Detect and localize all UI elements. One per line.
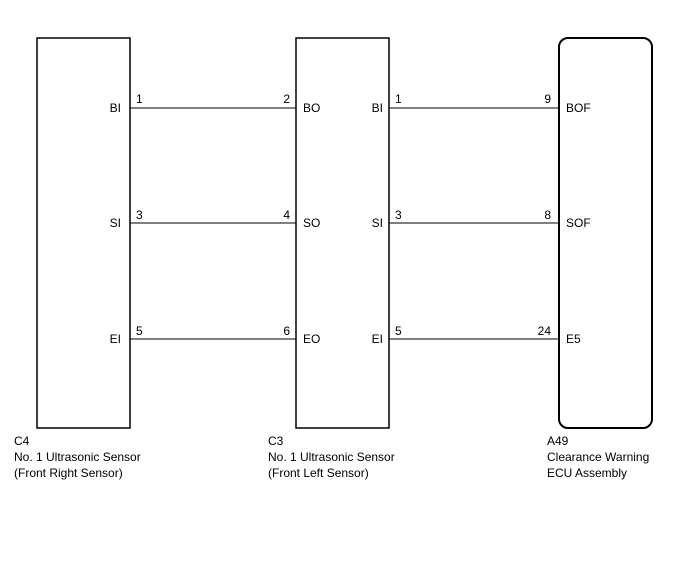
component-box-c3: [295, 37, 390, 429]
pin-number: 4: [283, 208, 290, 222]
pin-number: 1: [395, 92, 402, 106]
component-code: C3: [268, 434, 284, 448]
terminal-label: BO: [303, 101, 320, 115]
pin-number: 1: [136, 92, 143, 106]
pin-number: 9: [544, 92, 551, 106]
terminal-label: EO: [303, 332, 320, 346]
terminal-label: E5: [566, 332, 581, 346]
pin-number: 5: [395, 324, 402, 338]
component-name: No. 1 Ultrasonic Sensor: [268, 450, 395, 464]
pin-number: 24: [538, 324, 552, 338]
terminal-label: BI: [110, 101, 121, 115]
terminal-label: BOF: [566, 101, 591, 115]
terminal-label: BI: [372, 101, 383, 115]
terminal-label: SO: [303, 216, 320, 230]
component-subtitle: (Front Left Sensor): [268, 466, 369, 480]
terminal-label: EI: [110, 332, 121, 346]
pin-number: 3: [136, 208, 143, 222]
component-code: A49: [547, 434, 569, 448]
pin-number: 2: [283, 92, 290, 106]
component-caption-a49: A49 Clearance Warning ECU Assembly: [547, 433, 649, 481]
component-subtitle: (Front Right Sensor): [14, 466, 123, 480]
component-name: No. 1 Ultrasonic Sensor: [14, 450, 141, 464]
component-box-c4: [36, 37, 131, 429]
component-caption-c4: C4 No. 1 Ultrasonic Sensor (Front Right …: [14, 433, 141, 481]
component-subtitle: ECU Assembly: [547, 466, 628, 480]
pin-number: 6: [283, 324, 290, 338]
component-name: Clearance Warning: [547, 450, 650, 464]
component-caption-c3: C3 No. 1 Ultrasonic Sensor (Front Left S…: [268, 433, 395, 481]
pin-number: 5: [136, 324, 143, 338]
component-code: C4: [14, 434, 30, 448]
terminal-label: SI: [372, 216, 383, 230]
terminal-label: SOF: [566, 216, 591, 230]
terminal-label: SI: [110, 216, 121, 230]
terminal-label: EI: [372, 332, 383, 346]
component-box-a49: [558, 37, 653, 429]
pin-number: 3: [395, 208, 402, 222]
pin-number: 8: [544, 208, 551, 222]
